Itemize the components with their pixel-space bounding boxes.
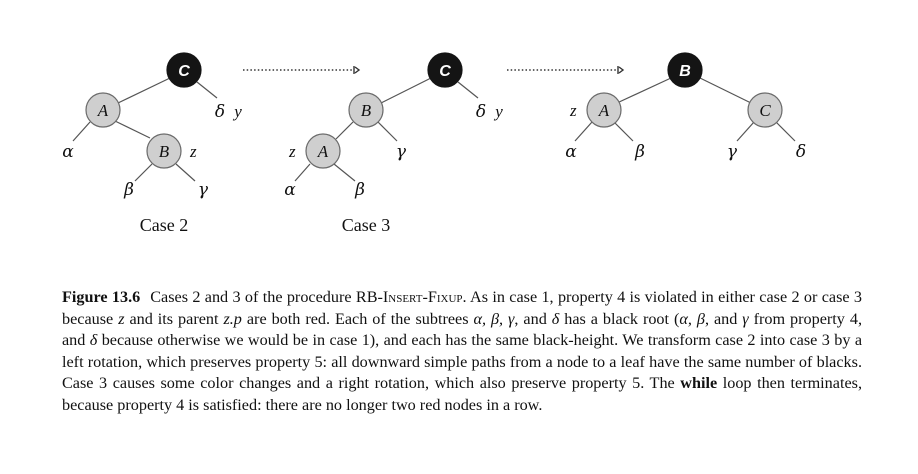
node-key: C: [178, 63, 190, 80]
y-pointer-label: y: [493, 102, 503, 121]
edge-a-alpha: [294, 163, 311, 182]
procedure-name: RB-Insert-Fixup: [356, 288, 463, 306]
tree-node-black: [427, 52, 463, 88]
node-key: A: [317, 142, 329, 161]
procedure-prefix: RB-: [355, 288, 383, 306]
tree-node-red: [305, 133, 341, 169]
subtree-alpha: α: [284, 180, 296, 200]
edge-a-alpha: [574, 121, 593, 142]
case-2-tree: C A B z α β γ δ y Case 2: [62, 52, 242, 235]
subtree-delta: δ: [476, 102, 486, 122]
caption-text: , and: [514, 309, 552, 328]
subtree-beta: β: [123, 180, 134, 200]
figure-13-6-diagram: C A B z α β γ δ y Case 2 C B A z α β γ: [62, 52, 806, 235]
tree-node-black: [166, 52, 202, 88]
edge-b-a: [335, 121, 354, 140]
transform-arrow-icon: [243, 66, 361, 74]
z-pointer-label: z: [189, 142, 197, 161]
edge-b-beta: [134, 163, 153, 182]
math-delta: δ: [551, 309, 560, 328]
node-key: A: [97, 101, 109, 120]
math-subtree-list: α, β: [679, 309, 705, 328]
node-key: A: [598, 101, 610, 120]
edge-c-a: [117, 77, 171, 104]
keyword-while: while: [680, 374, 718, 392]
edge-a-beta: [333, 163, 356, 182]
edge-b-gamma: [175, 163, 196, 182]
node-key: C: [439, 63, 451, 80]
tree-node-red: [348, 92, 384, 128]
caption-text: are both red. Each of the subtrees: [241, 309, 474, 328]
subtree-delta: δ: [796, 142, 806, 162]
node-key: C: [759, 101, 771, 120]
transform-arrow-icon: [507, 66, 625, 74]
caption-text: has a black root (: [559, 309, 680, 328]
math-z-parent: z.p: [223, 309, 242, 328]
edge-c-gamma: [736, 121, 755, 142]
edge-a-alpha: [72, 121, 91, 142]
tree-node-black: [667, 52, 703, 88]
node-key: B: [679, 63, 691, 80]
node-key: B: [159, 142, 170, 161]
subtree-gamma: γ: [198, 180, 209, 200]
y-pointer-label: y: [232, 102, 242, 121]
caption-text: , and: [704, 309, 743, 328]
caption-text: loop then terminates, because property 4…: [62, 374, 862, 414]
case-label: Case 3: [342, 215, 391, 235]
subtree-beta: β: [634, 142, 645, 162]
subtree-beta: β: [354, 180, 365, 200]
tree-node-red: [586, 92, 622, 128]
subtree-alpha: α: [565, 142, 577, 162]
node-key: B: [361, 101, 372, 120]
tree-node-red: [747, 92, 783, 128]
figure-label: Figure 13.6: [62, 288, 141, 306]
caption-text: because otherwise we would be in case 1)…: [62, 331, 863, 392]
edge-a-beta: [613, 121, 634, 142]
edge-c-b: [380, 77, 432, 104]
subtree-alpha: α: [62, 142, 74, 162]
caption-text: and its parent: [124, 309, 224, 328]
edge-c-delta: [457, 81, 479, 99]
tree-node-red: [85, 92, 121, 128]
math-delta: δ: [89, 331, 98, 349]
edge-b-gamma: [377, 121, 398, 142]
caption-text: Cases 2 and 3 of the procedure: [150, 288, 356, 306]
z-pointer-label: z: [569, 101, 577, 120]
z-pointer-label: z: [288, 142, 296, 161]
edge-a-b: [114, 120, 151, 139]
edge-b-c: [699, 77, 752, 104]
math-z: z: [118, 309, 125, 328]
case-3-tree: C B A z α β γ δ y Case 3: [284, 52, 503, 235]
caption-text: from property 4, and: [62, 309, 862, 350]
edge-b-a: [616, 77, 672, 104]
procedure-suffix: Insert-Fixup: [382, 288, 463, 306]
subtree-gamma: γ: [727, 142, 738, 162]
case-label: Case 2: [140, 215, 189, 235]
result-tree: B A z C α β γ δ: [565, 52, 806, 162]
math-gamma: γ: [742, 309, 749, 328]
tree-node-red: [146, 133, 182, 169]
figure-caption: Figure 13.6 Cases 2 and 3 of the procedur…: [62, 287, 862, 416]
subtree-gamma: γ: [396, 142, 407, 162]
math-subtree-list: α, β, γ: [473, 309, 515, 328]
subtree-delta: δ: [215, 102, 225, 122]
caption-text: . As in case 1, property 4 is violated i…: [62, 288, 863, 328]
edge-c-delta: [775, 121, 796, 142]
edge-c-delta: [196, 81, 218, 99]
